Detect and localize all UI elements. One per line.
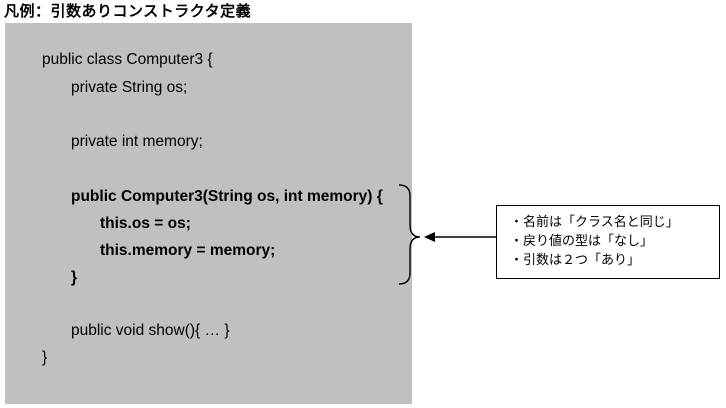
code-line-class-close: } [42, 349, 48, 366]
arrow-head-icon [424, 232, 435, 242]
legend-title: 凡例：引数ありコンストラクタ定義 [4, 2, 252, 20]
callout-item-arguments: ・引数は２つ「あり」 [510, 253, 641, 268]
code-line-constructor-signature: public Computer3(String os, int memory) … [71, 188, 383, 205]
callout-item-name: ・名前は「クラス名と同じ」 [510, 215, 679, 230]
code-line-field-os: private String os; [71, 79, 188, 96]
code-line-show-method: public void show(){ … } [71, 322, 230, 339]
callout-box: ・名前は「クラス名と同じ」 ・戻り値の型は「なし」 ・引数は２つ「あり」 [496, 205, 720, 279]
right-brace-icon [398, 184, 421, 285]
code-line-assign-os: this.os = os; [100, 215, 191, 232]
code-line-field-memory: private int memory; [71, 133, 203, 150]
code-line-constructor-close: } [71, 269, 78, 286]
callout-item-return-type: ・戻り値の型は「なし」 [510, 234, 654, 249]
code-line-assign-memory: this.memory = memory; [100, 242, 276, 259]
code-panel: public class Computer3 { private String … [5, 23, 412, 404]
code-line-class-declaration: public class Computer3 { [42, 51, 213, 68]
